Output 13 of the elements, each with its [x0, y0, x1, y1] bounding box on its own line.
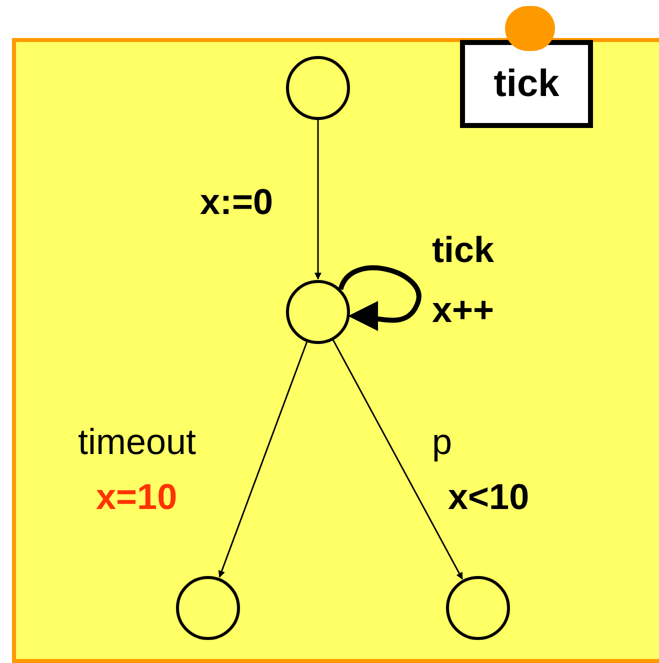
channel-box — [460, 40, 593, 128]
edge-label: tick x++ — [432, 228, 496, 332]
edge-label: timeout — [78, 420, 198, 464]
channel-name: tick — [494, 65, 560, 103]
transition-arrow — [332, 340, 463, 580]
state-region — [12, 38, 659, 663]
transition-arrow — [314, 120, 322, 280]
guard-label: x=10 — [96, 475, 178, 519]
edge-label: x:=0 — [200, 180, 274, 224]
edge-label: p — [432, 420, 454, 464]
guard-label: x<10 — [448, 475, 530, 519]
transition-arrow — [338, 266, 422, 332]
transition-arrow — [218, 342, 308, 578]
